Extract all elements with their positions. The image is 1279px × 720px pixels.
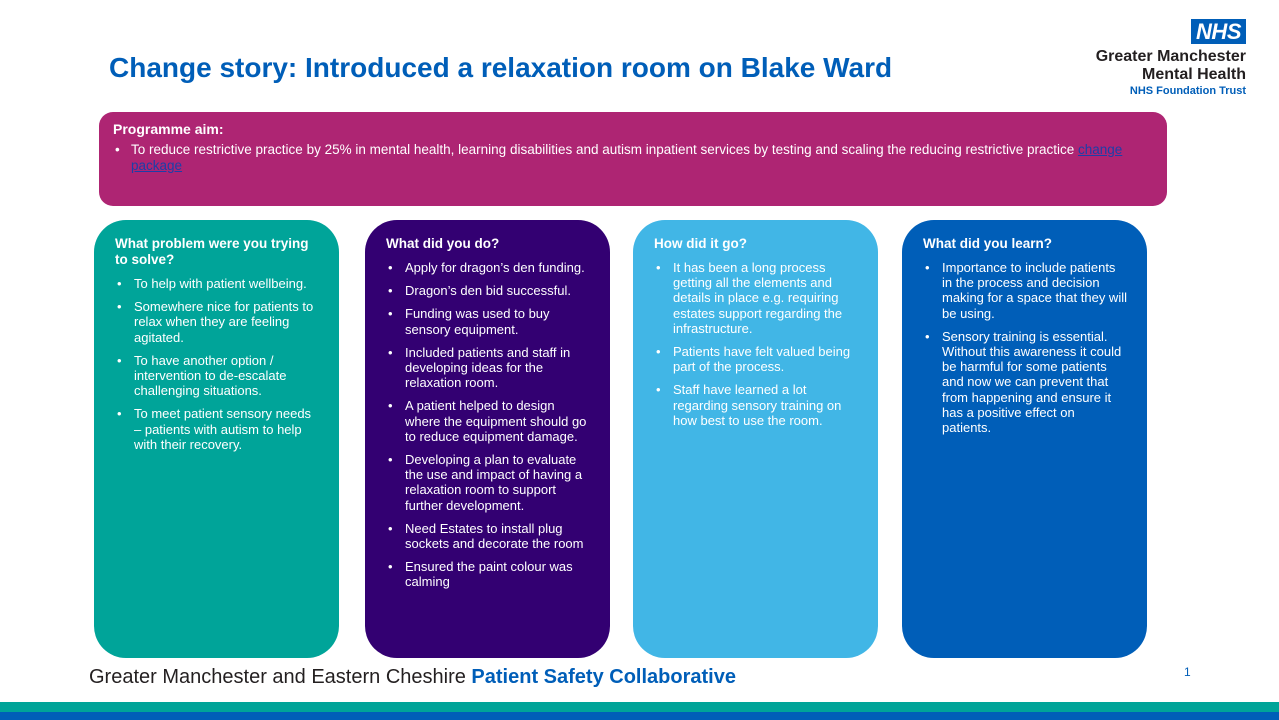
card-list-item: To help with patient wellbeing. [115,276,319,291]
card-learn: What did you learn? Importance to include… [902,220,1147,658]
card-problem: What problem were you trying to solve? To… [94,220,339,658]
card-heading: What problem were you trying to solve? [115,236,309,267]
card-list-item: Included patients and staff in developin… [386,345,590,391]
page-title: Change story: Introduced a relaxation ro… [109,52,893,83]
card-heading: What did you learn? [923,236,1053,251]
footer-bar-teal [0,702,1279,712]
card-list-item: It has been a long process getting all t… [654,260,858,336]
nhs-logo: NHS Greater Manchester Mental Health NHS… [1096,19,1246,98]
card-list-item: Importance to include patients in the pr… [923,260,1127,321]
card-list-item: Somewhere nice for patients to relax whe… [115,299,319,345]
card-list-item: Ensured the paint colour was calming [386,559,590,589]
footer-highlight: Patient Safety Collaborative [471,666,736,688]
card-list-item: Dragon’s den bid successful. [386,283,590,298]
logo-line-2: Mental Health [1141,66,1246,83]
aim-text: To reduce restrictive practice by 25% in… [131,142,1078,157]
page-number: 1 [1184,665,1191,679]
footer: Greater Manchester and Eastern Cheshire … [89,666,736,689]
card-list-item: Sensory training is essential. Without t… [923,329,1127,435]
card-what-did: What did you do? Apply for dragon’s den f… [365,220,610,658]
programme-aim-banner: Programme aim: To reduce restrictive pra… [99,112,1167,206]
logo-line-1: Greater Manchester [1095,48,1246,65]
change-package-link[interactable]: change package [131,142,1123,173]
card-list-item: Patients have felt valued being part of … [654,344,858,374]
card-list-item: Need Estates to install plug sockets and… [386,521,590,551]
logo-line-3: NHS Foundation Trust [1129,85,1246,97]
card-list-item: To meet patient sensory needs – patients… [115,406,319,452]
footer-text: Greater Manchester and Eastern Cheshire [89,666,472,688]
card-heading: What did you do? [386,236,500,251]
card-heading: How did it go? [654,236,747,251]
aim-item: To reduce restrictive practice by 25% in… [113,142,1153,174]
card-list-item: Staff have learned a lot regarding senso… [654,382,858,428]
card-how-go: How did it go? It has been a long process… [633,220,878,658]
card-list-item: To have another option / intervention to… [115,353,319,399]
aim-heading: Programme aim: [113,121,224,137]
card-list-item: Developing a plan to evaluate the use an… [386,452,590,513]
card-list-item: Apply for dragon’s den funding. [386,260,590,275]
nhs-badge: NHS [1191,19,1246,44]
footer-bar-blue [0,712,1279,720]
card-list-item: A patient helped to design where the equ… [386,398,590,444]
card-list-item: Funding was used to buy sensory equipmen… [386,306,590,336]
